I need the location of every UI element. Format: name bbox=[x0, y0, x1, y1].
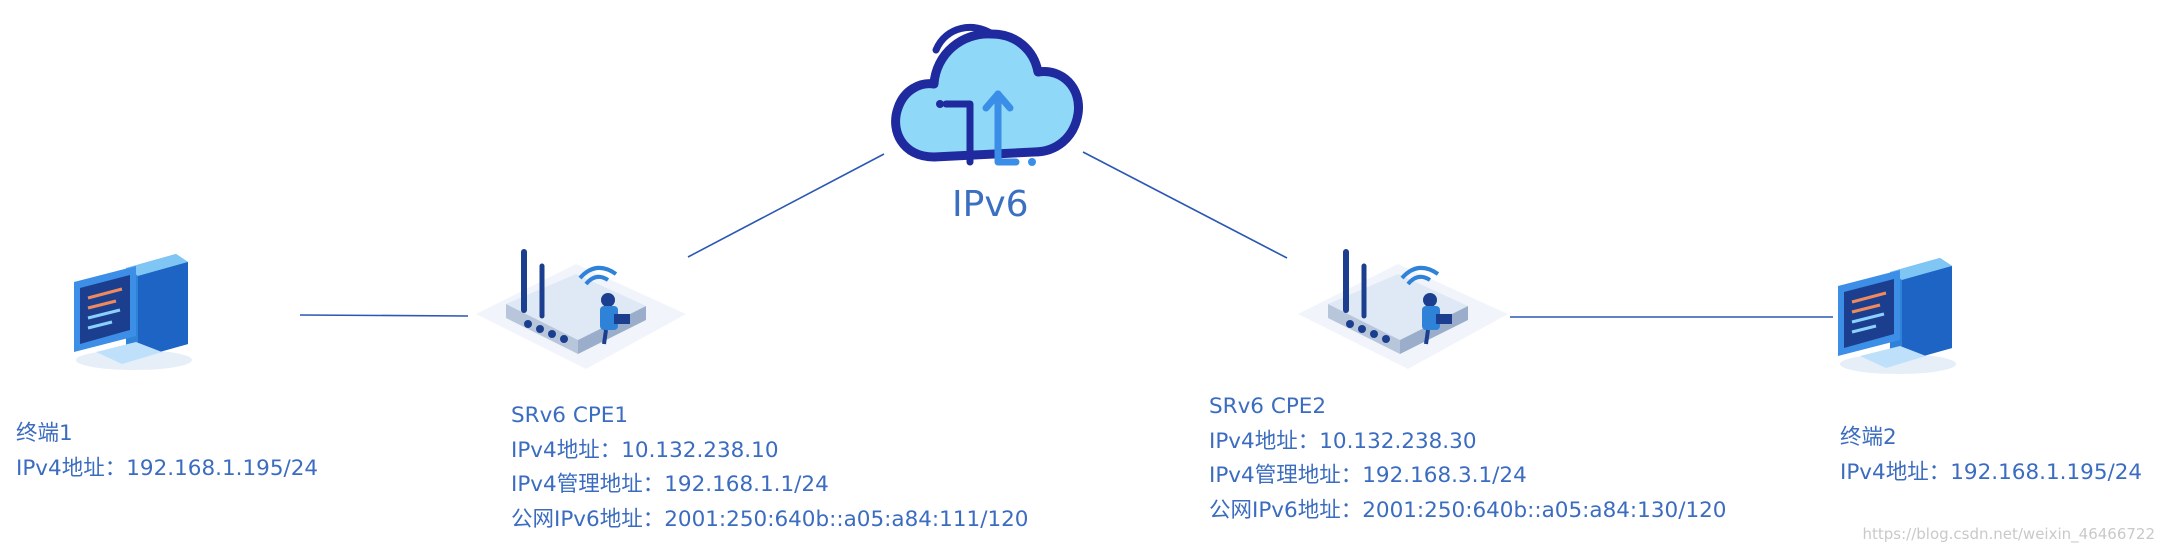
terminal2-name: 终端2 bbox=[1840, 425, 1897, 450]
link-cpe1-cloud bbox=[687, 153, 885, 258]
cpe1-mgmt: IPv4管理地址：192.168.1.1/24 bbox=[511, 472, 829, 497]
terminal1-name: 终端1 bbox=[16, 421, 73, 446]
router-icon bbox=[1298, 249, 1508, 369]
ipv6-cloud-icon bbox=[891, 23, 1083, 166]
cpe2-ipv4: IPv4地址：10.132.238.30 bbox=[1209, 428, 1477, 454]
router-icon bbox=[476, 249, 686, 369]
cloud-label: IPv6 bbox=[952, 184, 1029, 225]
terminal2-ipv4: IPv4地址：192.168.1.195/24 bbox=[1840, 459, 2143, 485]
cpe1-ipv6: 公网IPv6地址：2001:250:640b::a05:a84:111/120 bbox=[511, 506, 1029, 532]
computer-icon bbox=[74, 254, 192, 370]
cpe2-ipv6: 公网IPv6地址：2001:250:640b::a05:a84:130/120 bbox=[1209, 497, 1727, 523]
computer-icon bbox=[1838, 258, 1956, 374]
cpe1-name: SRv6 CPE1 bbox=[511, 403, 629, 428]
link-cloud-cpe2 bbox=[1082, 151, 1288, 259]
cpe2-mgmt: IPv4管理地址：192.168.3.1/24 bbox=[1209, 463, 1527, 488]
terminal1-ipv4: IPv4地址：192.168.1.195/24 bbox=[16, 455, 319, 481]
cpe1-ipv4: IPv4地址：10.132.238.10 bbox=[511, 437, 779, 463]
link-terminal1-cpe1 bbox=[299, 314, 469, 317]
cpe2-name: SRv6 CPE2 bbox=[1209, 394, 1327, 419]
watermark: https://blog.csdn.net/weixin_46466722 bbox=[1862, 525, 2155, 543]
